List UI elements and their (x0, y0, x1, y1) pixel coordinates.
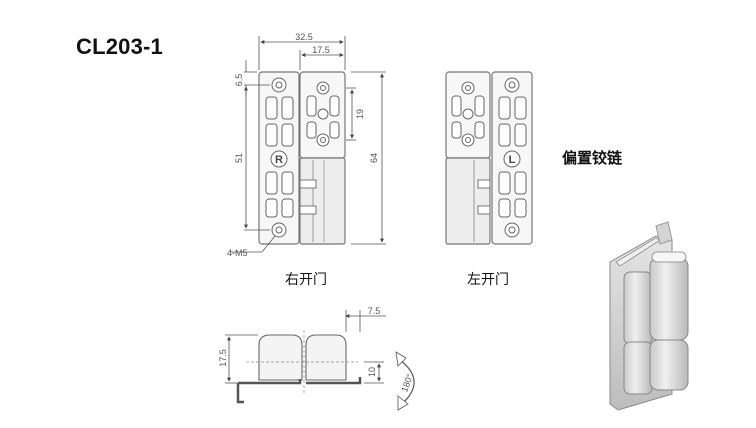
caption-right-open: 右开门 (285, 271, 327, 287)
marker-l: L (509, 154, 516, 166)
right-hinge-front-view: R (258, 71, 346, 245)
dim-screw-spec: 4-M5 (227, 248, 248, 258)
caption-left-open: 左开门 (467, 271, 509, 287)
left-hinge-front-view: L (445, 71, 533, 245)
dim-side-height: 17.5 (218, 349, 228, 367)
dim-mid-pitch: 19 (355, 109, 365, 119)
dim-width-total: 32.5 (295, 32, 313, 42)
dim-side-small: 10 (367, 367, 377, 377)
right-view-dimensions (230, 36, 386, 253)
hinge-3d-render (609, 221, 689, 411)
marker-r: R (275, 154, 283, 166)
model-title: CL203-1 (76, 34, 163, 59)
side-view-dimensions (225, 310, 415, 411)
dim-height-total: 64 (369, 153, 379, 163)
dim-hole-pitch: 51 (234, 153, 244, 163)
dim-width-leaf: 17.5 (312, 45, 330, 55)
dim-top-offset: 6.5 (234, 74, 244, 87)
side-view (236, 330, 362, 404)
dim-offset-right: 7.5 (368, 306, 381, 316)
product-name: 偏置铰链 (562, 150, 623, 167)
